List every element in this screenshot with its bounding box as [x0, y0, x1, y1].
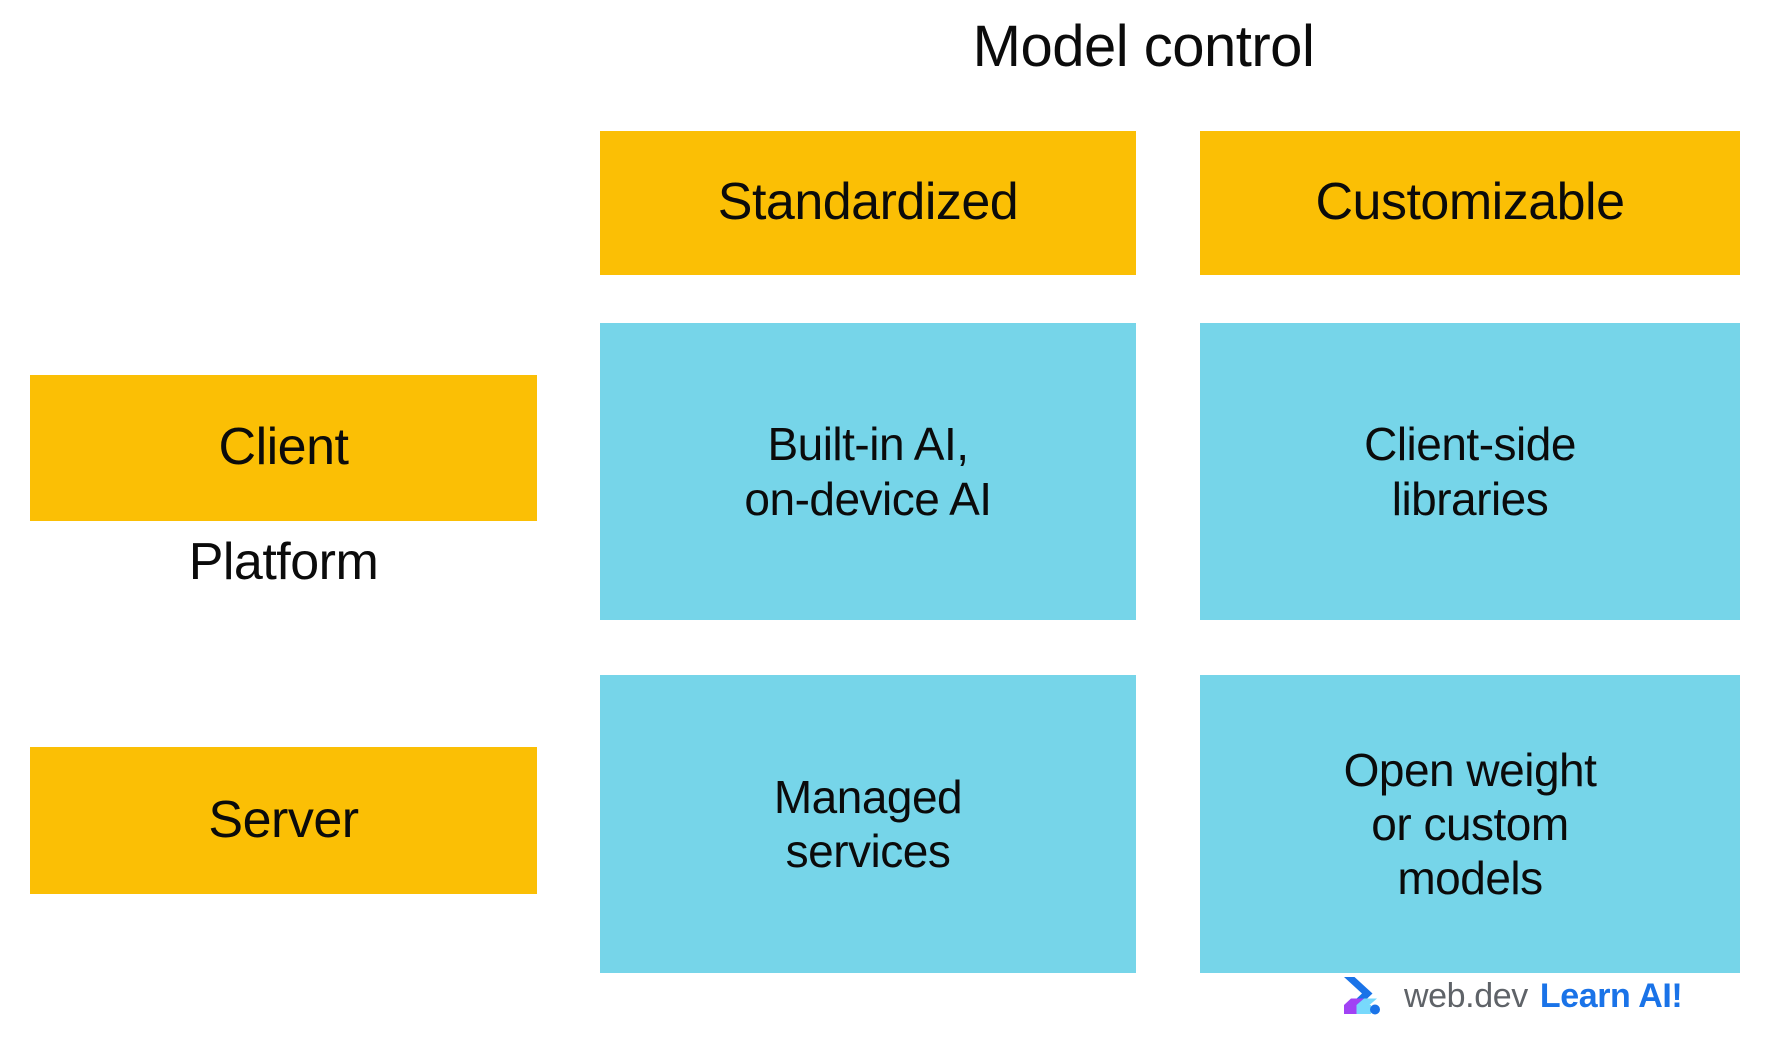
row-header-client: Client: [30, 375, 537, 521]
cell-client-standardized-text: Built-in AI,on-device AI: [744, 418, 992, 525]
web-dev-chevron-icon: [1344, 977, 1380, 1015]
column-header-customizable-label: Customizable: [1315, 173, 1625, 232]
webdev-logo[interactable]: web.dev Learn AI!: [1342, 972, 1683, 1020]
logo-brand-text: web.dev: [1404, 976, 1528, 1015]
column-header-standardized: Standardized: [600, 131, 1136, 275]
row-header-server-label: Server: [208, 790, 359, 849]
logo-text-group: web.dev Learn AI!: [1404, 976, 1683, 1016]
row-axis-label: Platform: [188, 533, 379, 591]
logo-tagline-text: Learn AI!: [1539, 976, 1683, 1015]
column-header-standardized-label: Standardized: [717, 173, 1019, 232]
row-header-server: Server: [30, 747, 537, 894]
row-header-client-label: Client: [218, 418, 349, 477]
column-header-customizable: Customizable: [1200, 131, 1740, 275]
cell-client-standardized: Built-in AI,on-device AI: [600, 323, 1136, 620]
page-title: Model control: [972, 14, 1315, 79]
